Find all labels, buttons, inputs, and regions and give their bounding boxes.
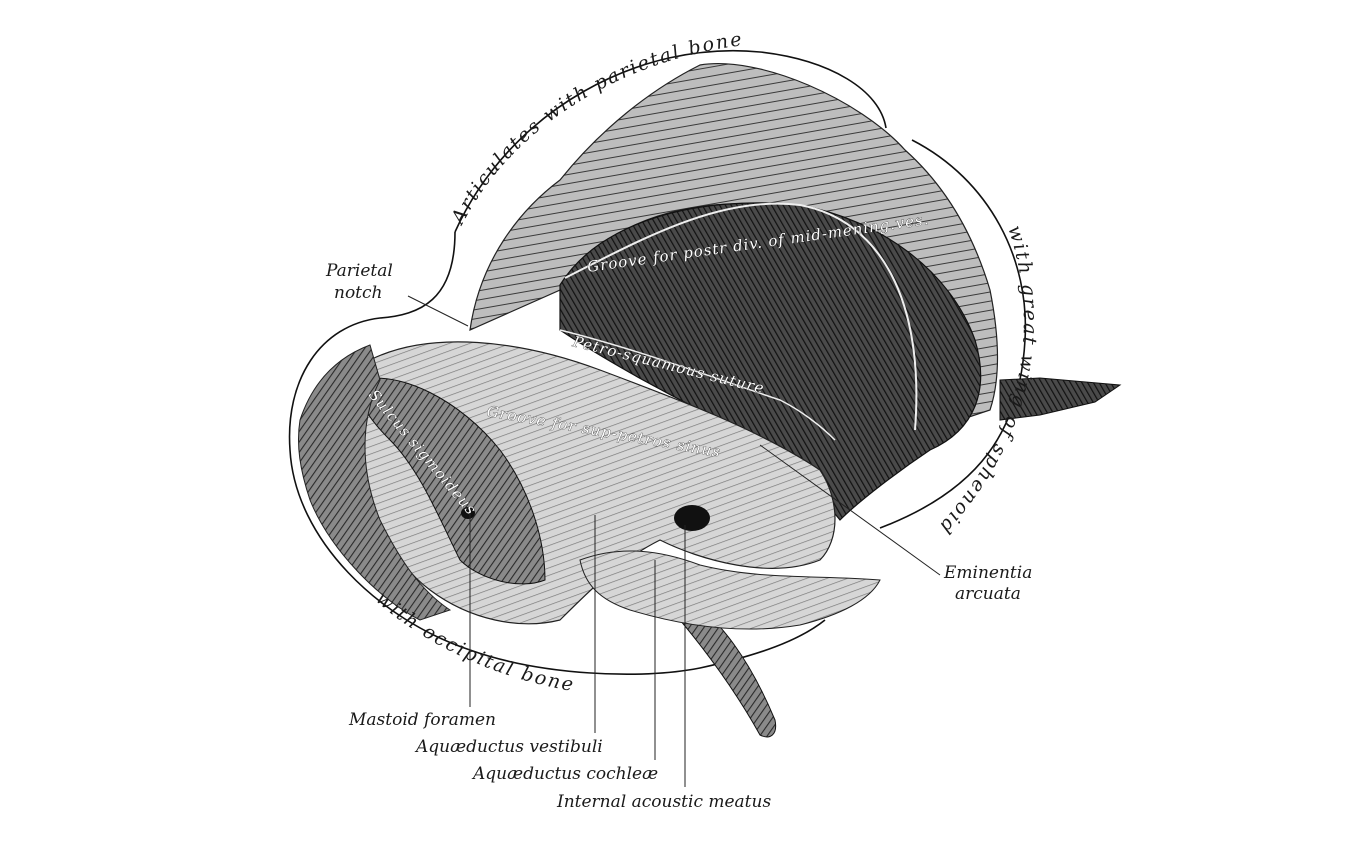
meningeal-groove-line (564, 202, 918, 431)
eminentia-label-line2: arcuata (955, 584, 1021, 604)
parietal-notch-label-line2: notch (334, 283, 383, 303)
petro-squamous-line (559, 329, 836, 441)
sigmoid-sulcus (358, 377, 546, 585)
callout-labels: Parietal notch Eminentia arcuata Mastoid… (325, 261, 1032, 812)
occipital-border-line (288, 231, 826, 675)
articulation-outlines (288, 49, 1027, 675)
internal-acoustic-meatus-label: Internal acoustic meatus (556, 792, 771, 812)
parietal-notch-leader (407, 295, 469, 327)
aquaeductus-cochleae-label: Aquæductus cochleæ (471, 764, 658, 784)
styloid-process (679, 599, 777, 738)
mastoid-foramen-opening (461, 507, 475, 519)
internal-acoustic-meatus-opening (674, 505, 710, 531)
parietal-border-line (454, 49, 887, 233)
aquaeductus-vestibuli-label: Aquæductus vestibuli (414, 737, 603, 757)
mastoid-foramen-label: Mastoid foramen (348, 710, 496, 730)
eminentia-leader (759, 444, 941, 576)
temporal-bone-illustration (298, 63, 1122, 738)
leader-lines (407, 295, 941, 787)
parietal-notch-label-line1: Parietal (325, 261, 393, 281)
mastoid-edge (298, 344, 452, 621)
sphenoid-projection (999, 377, 1122, 421)
sphenoid-border-line (879, 139, 1027, 529)
eminentia-label-line1: Eminentia (943, 563, 1032, 583)
